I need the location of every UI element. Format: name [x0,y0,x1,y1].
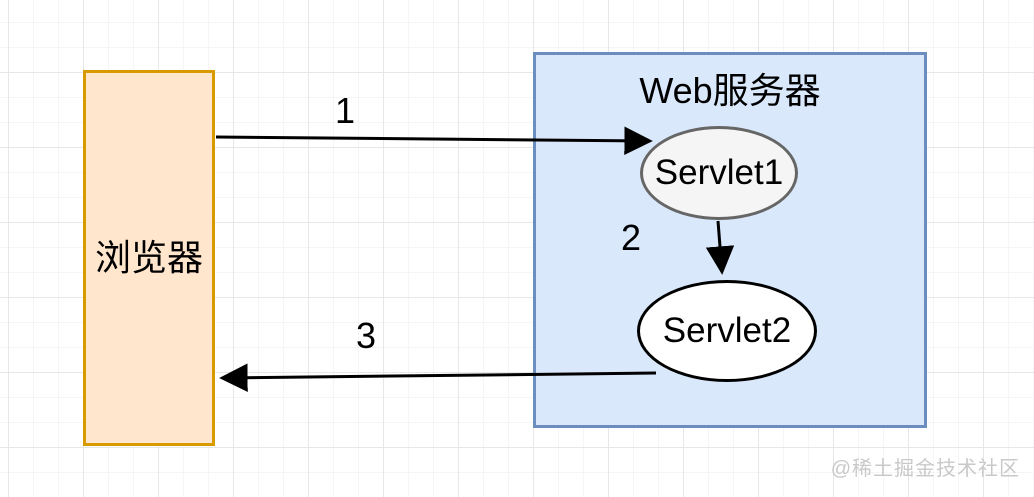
arrow-step1-label: 1 [334,90,356,131]
watermark-text: @稀土掘金技术社区 [830,458,1020,480]
web-server-title: Web服务器 [639,70,821,111]
browser-node-label: 浏览器 [94,237,203,279]
arrow-step3-label: 3 [355,315,377,356]
servlet1-node: Servlet1 [640,126,798,220]
arrow-step2-label: 2 [620,217,642,258]
servlet1-node-label: Servlet1 [654,153,784,192]
servlet2-node: Servlet2 [637,280,817,382]
servlet2-node-label: Servlet2 [662,311,792,350]
browser-node: 浏览器 [83,70,215,446]
